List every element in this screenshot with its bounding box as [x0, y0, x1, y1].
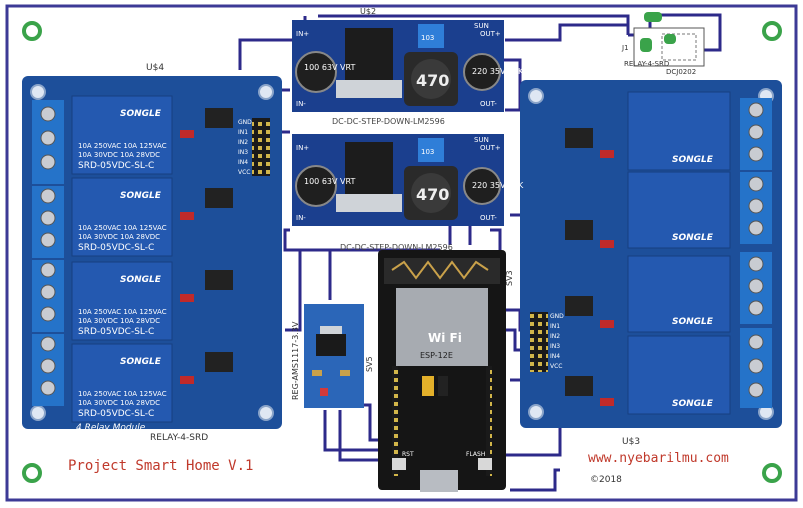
header-pins-right: [530, 312, 548, 372]
relay-brand-label: SONGLE: [672, 399, 714, 409]
optocouplers-right: [565, 128, 614, 406]
wifi-label: Wi Fi: [428, 331, 462, 345]
relay-pin-label: IN3: [238, 149, 248, 156]
out-plus-label: OUT+: [480, 144, 501, 152]
flash-label: FLASH: [466, 451, 485, 458]
screw-terminals-right: [740, 98, 772, 408]
sv3-label: SV3: [505, 270, 514, 286]
dc-jack: RELAY-4-SRD DCJ0202 J1: [621, 12, 705, 76]
ams1117-regulator: REG-AMS1117-3.3V: [291, 304, 364, 408]
sun-label: SUN: [474, 22, 489, 30]
inductor-label: 470: [416, 71, 449, 90]
relay-brand-label: SONGLE: [120, 109, 162, 119]
u4-label: U$4: [146, 63, 164, 73]
rst-label: RST: [402, 451, 414, 458]
relay-model-label: SRD-05VDC-SL-C: [78, 409, 154, 419]
relay-pin-label: VCC: [238, 169, 250, 176]
header-pins-left: [252, 118, 270, 176]
in-plus-label: IN+: [296, 144, 309, 152]
relay-model-label: SRD-05VDC-SL-C: [78, 161, 154, 171]
dc-bottom-label: DC-DC-STEP-DOWN-LM2596: [340, 243, 453, 252]
pot-label: 103: [421, 34, 434, 42]
out-plus-label: OUT+: [480, 30, 501, 38]
project-title: Project Smart Home V.1: [68, 458, 253, 474]
year-label: ©2018: [590, 475, 622, 485]
relay-pin-label: IN2: [238, 139, 248, 146]
cap-label: 220 35V STK: [472, 181, 524, 190]
dc-dc-module-top: 100 63V VRT 470 220 35V STK 103 IN+ IN- …: [292, 7, 524, 126]
relay-pin-label: IN4: [238, 159, 248, 166]
relay-module-right: SONGLE SONGLE SONGLE SONGLE U$3: [520, 80, 782, 447]
sun-label: SUN: [474, 136, 489, 144]
cap-label: 100 63V VRT: [304, 177, 355, 186]
dc-dc-module-bottom: 100 63V VRT 470 220 35V STK 103 IN+ IN- …: [292, 134, 524, 252]
in-minus-label: IN-: [296, 214, 306, 222]
relay-spec-label: 10A 30VDC 10A 28VDC: [78, 233, 160, 241]
cap-label: 220 35V STK: [472, 67, 524, 76]
relay-cube: SONGLE: [627, 91, 731, 171]
relay-pin-label: IN1: [550, 323, 560, 330]
relay-spec-label: 10A 30VDC 10A 28VDC: [78, 399, 160, 407]
relay-cube: SONGLE 10A 250VAC 10A 125VAC 10A 30VDC 1…: [71, 95, 173, 175]
relay-pin-label: IN1: [238, 129, 248, 136]
reg-label: REG-AMS1117-3.3V: [291, 321, 300, 400]
relay-brand-label: SONGLE: [672, 233, 714, 243]
relay-brand-label: SONGLE: [672, 155, 714, 165]
relay-pin-label: GND: [238, 119, 252, 126]
cap-label: 100 63V VRT: [304, 63, 355, 72]
in-plus-label: IN+: [296, 30, 309, 38]
mounting-holes: [22, 21, 782, 483]
u2-label: U$2: [360, 7, 376, 16]
relay-top-label: RELAY-4-SRD: [624, 60, 669, 68]
relay-pin-label: IN3: [550, 343, 560, 350]
in-minus-label: IN-: [296, 100, 306, 108]
relay-spec-label: 10A 250VAC 10A 125VAC: [78, 142, 167, 150]
relay-spec-label: 10A 30VDC 10A 28VDC: [78, 317, 160, 325]
relay-brand-label: SONGLE: [120, 357, 162, 367]
pot-label: 103: [421, 148, 434, 156]
relay-model-label: SRD-05VDC-SL-C: [78, 243, 154, 253]
relay-cube: SONGLE: [627, 255, 731, 333]
out-minus-label: OUT-: [480, 214, 497, 222]
esp8266-nodemcu: Wi Fi ESP-12E RST FLASH SV3 SV5: [365, 250, 514, 492]
relay-spec-label: 10A 250VAC 10A 125VAC: [78, 224, 167, 232]
dc-top-label: DC-DC-STEP-DOWN-LM2596: [332, 117, 445, 126]
relay-cube: SONGLE 10A 250VAC 10A 125VAC 10A 30VDC 1…: [71, 177, 173, 257]
dc-jack-label: DCJ0202: [666, 68, 696, 76]
relay-brand-label: SONGLE: [120, 275, 162, 285]
out-minus-label: OUT-: [480, 100, 497, 108]
optocouplers-left: [180, 108, 233, 384]
inductor-label: 470: [416, 185, 449, 204]
relay-pin-label: IN4: [550, 353, 560, 360]
relay-brand-label: SONGLE: [120, 191, 162, 201]
relay-pin-label: VCC: [550, 363, 562, 370]
relay-spec-label: 10A 250VAC 10A 125VAC: [78, 390, 167, 398]
relay-pin-label: GND: [550, 313, 564, 320]
relay-spec-label: 10A 30VDC 10A 28VDC: [78, 151, 160, 159]
relay-spec-label: 10A 250VAC 10A 125VAC: [78, 308, 167, 316]
module-label: 4 Relay Module: [76, 423, 146, 433]
relay-cube: SONGLE 10A 250VAC 10A 125VAC 10A 30VDC 1…: [71, 343, 173, 423]
relay-model-label: SRD-05VDC-SL-C: [78, 327, 154, 337]
relay-module-left: SONGLE 10A 250VAC 10A 125VAC 10A 30VDC 1…: [22, 63, 282, 443]
relay-cube: SONGLE: [627, 171, 731, 249]
sv5-label: SV5: [365, 356, 374, 372]
relay-pin-label: IN2: [550, 333, 560, 340]
relay-cube: SONGLE 10A 250VAC 10A 125VAC 10A 30VDC 1…: [71, 261, 173, 341]
website-label: www.nyebarilmu.com: [588, 451, 729, 466]
screw-terminals-left: [32, 100, 64, 406]
relay-brand-label: SONGLE: [672, 317, 714, 327]
relay-left-label: RELAY-4-SRD: [150, 433, 208, 443]
u3-label: U$3: [622, 437, 640, 447]
esp-model-label: ESP-12E: [420, 351, 453, 360]
j1-label: J1: [621, 44, 629, 52]
relay-cube: SONGLE: [627, 335, 731, 415]
pcb-outline: [5, 4, 798, 502]
